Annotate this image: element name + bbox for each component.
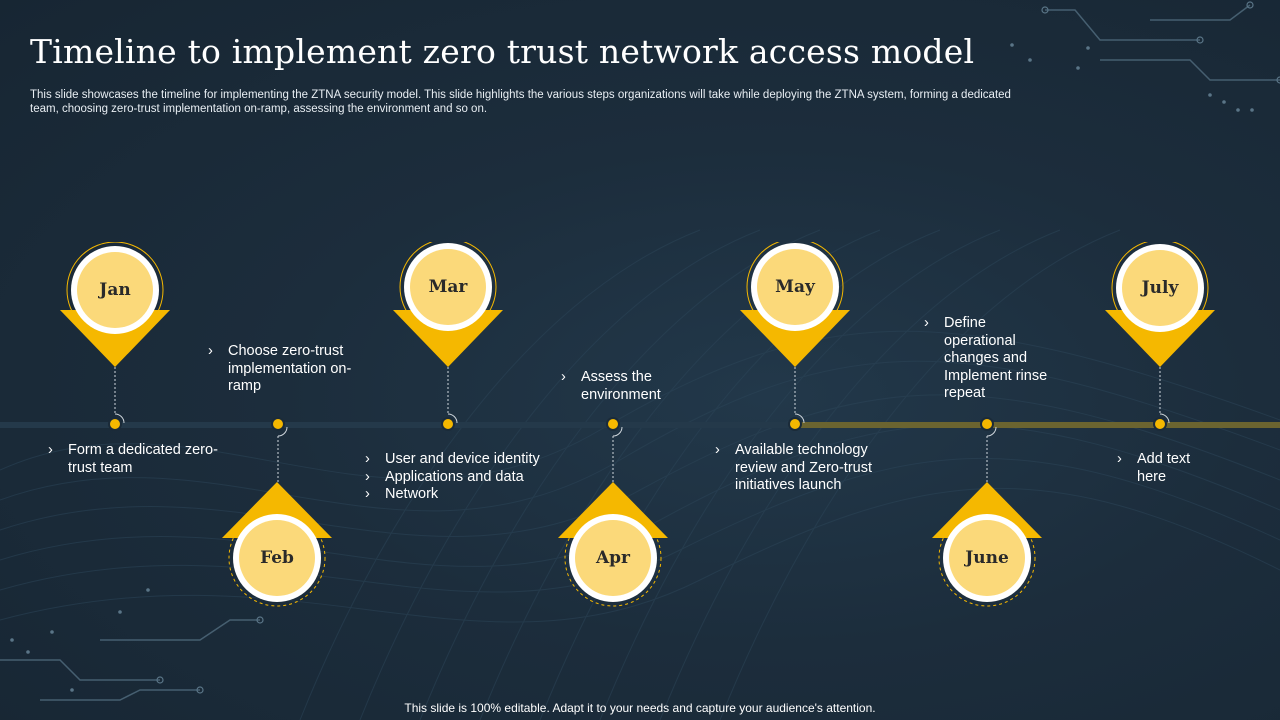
list-item: ›Define operational changes and Implemen… <box>924 315 1048 401</box>
list-item: ›Form a dedicated zero-trust team <box>48 442 218 476</box>
timeline-dot <box>441 417 455 431</box>
note-jan: ›Form a dedicated zero-trust team <box>48 442 218 477</box>
chevron-right-icon: › <box>208 343 213 359</box>
month-marker-july: July <box>1105 242 1215 372</box>
footer-note: This slide is 100% editable. Adapt it to… <box>404 701 876 715</box>
month-marker-jan: Jan <box>60 242 170 372</box>
month-label: Apr <box>595 548 631 568</box>
list-item: ›Choose zero-trust implementation on-ram… <box>208 343 352 394</box>
chevron-right-icon: › <box>715 442 720 458</box>
month-label: Feb <box>260 548 294 568</box>
timeline-dot <box>1153 417 1167 431</box>
page-title: Timeline to implement zero trust network… <box>30 32 975 71</box>
timeline-dot <box>788 417 802 431</box>
list-item: ›Available technology review and Zero-tr… <box>715 442 872 493</box>
list-item: ›Network <box>365 486 439 502</box>
note-may: ›Available technology review and Zero-tr… <box>715 442 895 495</box>
note-mar: ›User and device identity ›Applications … <box>365 451 555 504</box>
month-label: May <box>775 277 815 297</box>
month-label: Jan <box>99 280 131 300</box>
timeline-dot <box>606 417 620 431</box>
month-marker-june: June <box>932 480 1042 610</box>
chevron-right-icon: › <box>365 486 370 502</box>
chevron-right-icon: › <box>561 369 566 385</box>
note-july: ›Add text here <box>1117 451 1212 486</box>
month-marker-feb: Feb <box>222 480 332 610</box>
month-marker-may: May <box>740 242 850 372</box>
page-subtitle: This slide showcases the timeline for im… <box>30 89 1011 115</box>
chevron-right-icon: › <box>48 442 53 458</box>
list-item: ›Add text here <box>1117 451 1191 485</box>
list-item: ›User and device identity <box>365 451 540 467</box>
timeline-dot <box>108 417 122 431</box>
chevron-right-icon: › <box>1117 451 1122 467</box>
month-label: Mar <box>428 277 468 297</box>
month-marker-apr: Apr <box>558 480 668 610</box>
month-marker-mar: Mar <box>393 242 503 372</box>
note-june: ›Define operational changes and Implemen… <box>924 315 1054 403</box>
chevron-right-icon: › <box>365 451 370 467</box>
month-label: June <box>965 548 1009 568</box>
timeline-dot <box>271 417 285 431</box>
note-apr: ›Assess the environment <box>561 369 711 404</box>
list-item: ›Applications and data <box>365 468 524 485</box>
timeline-dot <box>980 417 994 431</box>
month-label: July <box>1141 278 1179 298</box>
list-item: ›Assess the environment <box>561 369 661 403</box>
note-feb: ›Choose zero-trust implementation on-ram… <box>208 343 368 396</box>
chevron-right-icon: › <box>924 315 929 331</box>
chevron-right-icon: › <box>365 468 370 485</box>
